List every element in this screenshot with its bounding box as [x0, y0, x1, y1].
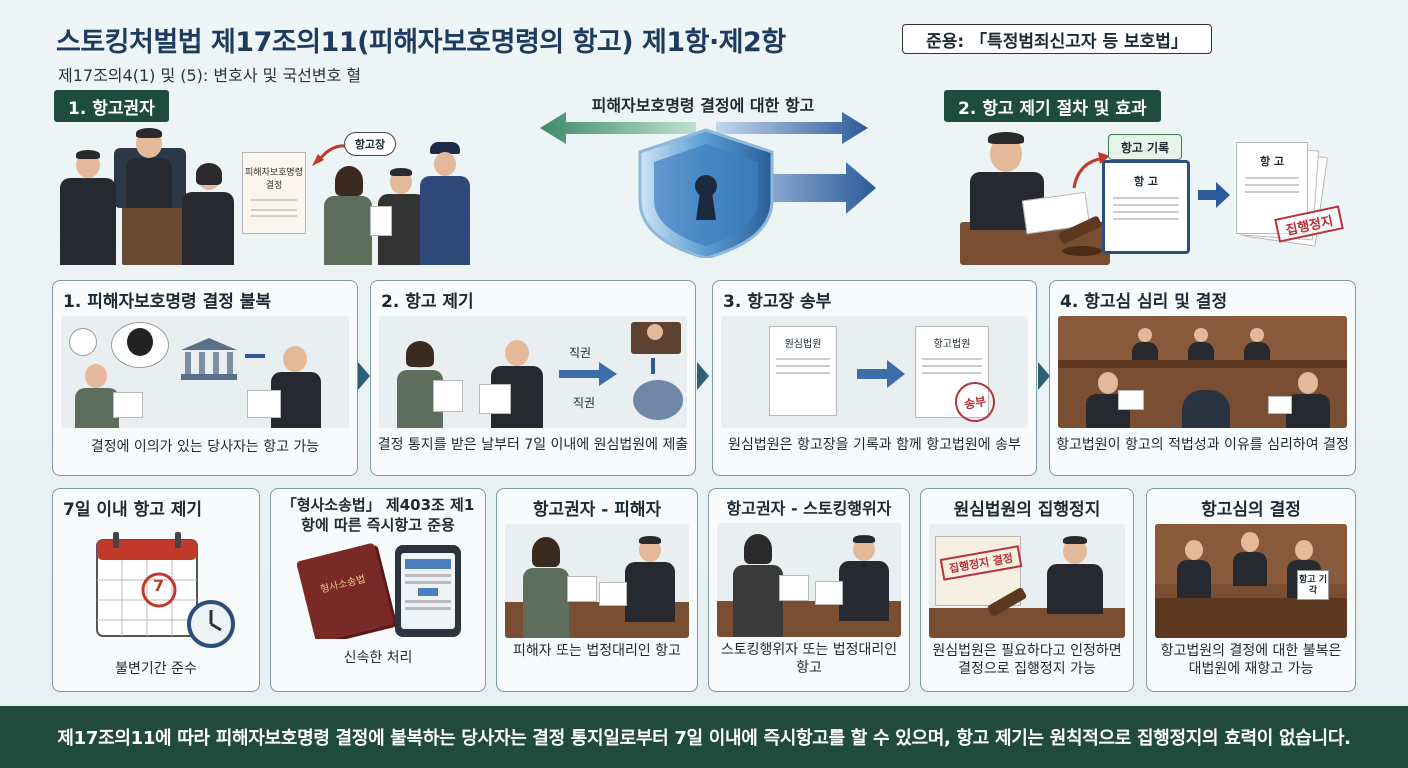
- detail-title: 7일 이내 항고 제기: [63, 500, 203, 520]
- appellant-section-tag: 1. 항고권자: [54, 90, 169, 122]
- appellate-court-doc: 항고법원: [933, 339, 971, 350]
- detail-card-deadline: 7일 이내 항고 제기 7 불변기간 준수: [52, 488, 260, 692]
- detail-title: 원심법원의 집행정지: [953, 500, 1101, 520]
- step-card-objection: 1. 피해자보호명령 결정 불복 결정에 이의가 있는 당사자는 항고 가능: [52, 280, 358, 476]
- detail-title: 항고권자 - 스토킹행위자: [726, 499, 892, 518]
- calendar-mark: 7: [153, 576, 165, 595]
- calendar-illustration: 7: [61, 524, 251, 650]
- step-card-transmit: 3. 항고장 송부 원심법원 항고법원 송부 원심법원은 항고장을 기록과 함께…: [712, 280, 1037, 476]
- calendar-icon: [96, 532, 235, 648]
- detail-card-victim: 항고권자 - 피해자 피해자 또는 법정대리인 항고: [496, 488, 698, 692]
- blue-arrow-icon: [1198, 182, 1230, 208]
- tablet-icon: [395, 545, 461, 637]
- detail-title: 「형사소송법」 제403조 제1항에 따른 즉시항고 준용: [281, 496, 475, 534]
- detail-card-procedure-law: 「형사소송법」 제403조 제1항에 따른 즉시항고 준용 형사소송법 신속한 …: [270, 488, 486, 692]
- shield-illustration: [540, 112, 876, 258]
- footer-summary: 제17조의11에 따라 피해자보호명령 결정에 불복하는 당사자는 결정 통지일…: [0, 706, 1408, 768]
- original-court-doc: 원심법원: [784, 339, 822, 350]
- detail-card-appeal-decision: 항고심의 결정 항고 기각 항고법원의 결정에 대한 불복은 대법원에 재항고 …: [1146, 488, 1356, 692]
- step-illustration: [61, 316, 349, 428]
- detail-card-stay: 원심법원의 집행정지 집행정지 결정 원심법원은 필요하다고 인정하면 결정으로…: [920, 488, 1134, 692]
- victim-illustration: [505, 524, 689, 638]
- ex-officio-label-a: 직권: [569, 346, 592, 360]
- detail-card-offender: 항고권자 - 스토킹행위자 스토킹행위자 또는 법정대리인 항고: [708, 488, 910, 692]
- step-description: 항고법원이 항고의 적법성과 이유를 심리하여 결정: [1056, 437, 1349, 453]
- detail-title: 항고심의 결정: [1201, 500, 1301, 520]
- page-title: 스토킹처벌법 제17조의11(피해자보호명령의 항고) 제1항·제2항: [56, 27, 786, 58]
- center-appeal-label: 피해자보호명령 결정에 대한 항고: [591, 96, 815, 115]
- detail-description: 신속한 처리: [343, 650, 413, 666]
- decision-document-text: 피해자보호명령 결정: [245, 168, 303, 191]
- appeal-decision-illustration: 항고 기각: [1155, 524, 1347, 638]
- detail-description: 항고법원의 결정에 대한 불복은 대법원에 재항고 가능: [1160, 643, 1342, 677]
- red-curve-arrow-icon: [1072, 152, 1110, 189]
- step-title: 2. 항고 제기: [381, 292, 474, 312]
- procedure-illustration: 항고 기록 항 고 항 고 집행정지: [950, 130, 1360, 265]
- speech-bubble: 항고장: [344, 132, 396, 156]
- appellant-illustration: 피해자보호명령 결정 항고장: [52, 128, 482, 265]
- step-arrow-icon: [697, 362, 709, 390]
- stay-illustration: 집행정지 결정: [929, 524, 1125, 638]
- step-illustration: 직권 직권: [379, 316, 687, 428]
- detail-description: 피해자 또는 법정대리인 항고: [513, 643, 681, 659]
- law-book-title: 형사소송법: [319, 573, 367, 596]
- detail-description: 불변기간 준수: [115, 661, 197, 677]
- courthouse-icon: [181, 338, 237, 380]
- detail-title: 항고권자 - 피해자: [532, 500, 662, 520]
- blue-arrow-icon: [559, 362, 617, 386]
- appeal-record-label: 항고 기록: [1108, 134, 1182, 160]
- detail-description: 원심법원은 필요하다고 인정하면 결정으로 집행정지 가능: [932, 643, 1122, 677]
- step-card-review: 4. 항고심 심리 및 결정 항고법원이 항고의 적법성과 이유를 심리하여 결…: [1049, 280, 1356, 476]
- detail-description: 스토킹행위자 또는 법정대리인 항고: [720, 642, 898, 676]
- step-description: 결정 통지를 받은 날부터 7일 이내에 원심법원에 제출: [377, 437, 689, 453]
- step-description: 원심법원은 항고장을 기록과 함께 항고법원에 송부: [728, 437, 1021, 453]
- step-arrow-icon: [358, 362, 370, 390]
- rejection-sign: 항고 기각: [1297, 570, 1329, 600]
- step-illustration: [1058, 316, 1347, 428]
- appeal-doc-title: 항 고: [1259, 155, 1285, 168]
- blue-arrow-icon: [857, 360, 905, 388]
- step-title: 3. 항고장 송부: [723, 292, 832, 312]
- offender-illustration: [717, 523, 901, 637]
- ex-officio-label-b: 직권: [573, 396, 596, 410]
- step-card-filing: 2. 항고 제기 직권 직권 결정 통지를 받은 날부터 7일 이내에 원심법원…: [370, 280, 696, 476]
- procedure-section-tag: 2. 항고 제기 절차 및 효과: [944, 90, 1161, 122]
- step-title: 1. 피해자보호명령 결정 불복: [63, 292, 272, 312]
- step-description: 결정에 이의가 있는 당사자는 항고 가능: [90, 439, 320, 455]
- step-title: 4. 항고심 심리 및 결정: [1060, 292, 1228, 312]
- appeal-record-doc-title: 항 고: [1133, 175, 1159, 188]
- step-arrow-icon: [1038, 362, 1050, 390]
- page-subtitle: 제17조의4(1) 및 (5): 변호사 및 국선변호 혈: [58, 66, 362, 85]
- reference-box: 준용: 「특정범죄신고자 등 보호법」: [902, 24, 1212, 54]
- step-illustration: 원심법원 항고법원 송부: [721, 316, 1028, 428]
- law-book-illustration: 형사소송법: [279, 541, 477, 639]
